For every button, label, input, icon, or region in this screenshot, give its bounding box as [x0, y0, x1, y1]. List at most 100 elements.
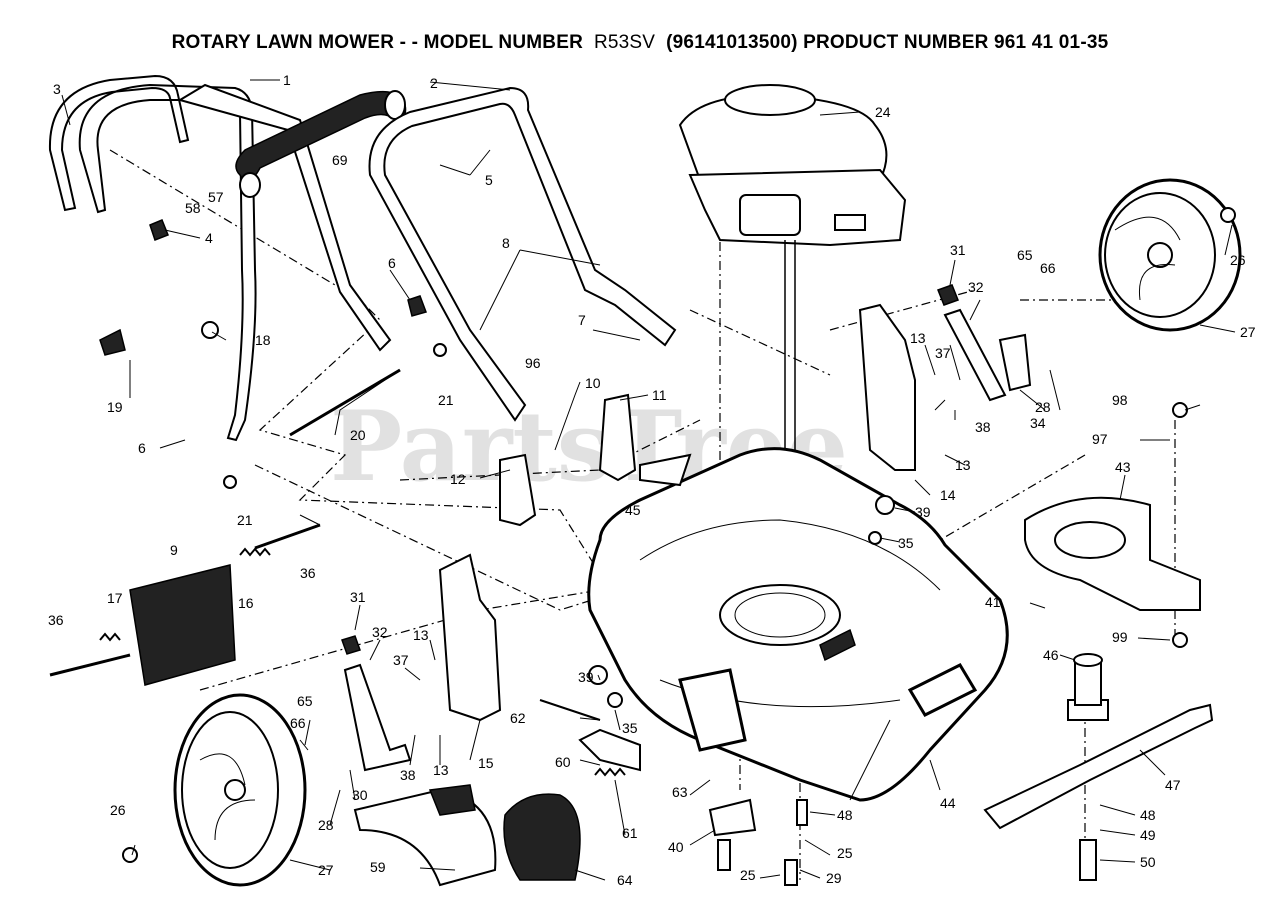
callout-43: 43	[1115, 459, 1131, 475]
callout-5: 5	[485, 172, 493, 188]
callout-27-b: 27	[318, 862, 334, 878]
blade-part-47	[983, 703, 1214, 830]
callout-38-b: 38	[400, 767, 416, 783]
callout-37-a: 37	[935, 345, 951, 361]
engine-part-24	[678, 84, 907, 700]
callout-37-b: 37	[393, 652, 409, 668]
callout-1: 1	[283, 72, 291, 88]
callout-28-b: 28	[318, 817, 334, 833]
callout-39-a: 39	[915, 504, 931, 520]
callout-58: 58	[185, 200, 201, 216]
callout-15: 15	[478, 755, 494, 771]
callout-16: 16	[238, 595, 254, 611]
callout-98: 98	[1112, 392, 1128, 408]
mulch-plug-part-64	[503, 793, 581, 881]
callout-18: 18	[255, 332, 271, 348]
callout-49: 49	[1140, 827, 1156, 843]
hardware-small-parts	[49, 207, 1236, 886]
rear-wheel-part-27	[1098, 178, 1242, 332]
callout-32-a: 32	[968, 279, 984, 295]
callout-41: 41	[985, 594, 1001, 610]
callout-28-a: 28	[1035, 399, 1051, 415]
callout-59: 59	[370, 859, 386, 875]
callout-48-b: 48	[1140, 807, 1156, 823]
callout-8: 8	[502, 235, 510, 251]
callout-32-b: 32	[372, 624, 388, 640]
blade-adapter-part-46	[1067, 653, 1109, 721]
callout-24: 24	[875, 104, 891, 120]
callout-12: 12	[450, 471, 466, 487]
callout-47: 47	[1165, 777, 1181, 793]
callout-29: 29	[826, 870, 842, 886]
callout-36-b: 36	[48, 612, 64, 628]
deflector-part-59	[353, 784, 497, 887]
height-adjust-plates	[499, 393, 692, 527]
page-title: ROTARY LAWN MOWER - - MODEL NUMBER R53SV…	[0, 32, 1280, 54]
callout-60: 60	[555, 754, 571, 770]
callout-13-b: 13	[433, 762, 449, 778]
rear-flap-part-9	[129, 564, 236, 686]
callout-30: 30	[352, 787, 368, 803]
callout-57: 57	[208, 189, 224, 205]
callout-2: 2	[430, 75, 438, 91]
callout-50: 50	[1140, 854, 1156, 870]
callout-39-b: 39	[578, 669, 594, 685]
callout-62: 62	[510, 710, 526, 726]
callout-66-b: 66	[290, 715, 306, 731]
callout-14: 14	[940, 487, 956, 503]
callout-25-b: 25	[740, 867, 756, 883]
callout-20: 20	[350, 427, 366, 443]
callout-35-a: 35	[898, 535, 914, 551]
upper-handle-part-2	[368, 86, 677, 422]
callout-64: 64	[617, 872, 633, 888]
title-right: (96141013500) PRODUCT NUMBER 961 41 01-3…	[666, 32, 1109, 53]
height-lever-bracket-right	[858, 284, 1032, 471]
callout-26-b: 26	[110, 802, 126, 818]
callout-25-a: 25	[837, 845, 853, 861]
callout-63: 63	[672, 784, 688, 800]
callout-21-a: 21	[438, 392, 454, 408]
callout-69: 69	[332, 152, 348, 168]
callout-17: 17	[107, 590, 123, 606]
callout-21-b: 21	[237, 512, 253, 528]
callout-7: 7	[578, 312, 586, 328]
callout-65-b: 65	[297, 693, 313, 709]
title-model: R53SV	[593, 32, 656, 53]
callout-48-a: 48	[837, 807, 853, 823]
callout-38-a: 38	[975, 419, 991, 435]
callout-46: 46	[1043, 647, 1059, 663]
bail-handle-part-3	[48, 74, 190, 212]
callout-61: 61	[622, 825, 638, 841]
callout-96: 96	[525, 355, 541, 371]
front-wheel-part-27	[173, 693, 307, 887]
callout-13-d: 13	[955, 457, 971, 473]
upper-handle-part-1	[78, 83, 392, 442]
callout-45: 45	[625, 502, 641, 518]
height-lever-bracket-left	[341, 553, 502, 772]
baffle-part-43	[1024, 496, 1201, 611]
callout-97: 97	[1092, 431, 1108, 447]
callout-40: 40	[668, 839, 684, 855]
callout-31-b: 31	[350, 589, 366, 605]
callout-labels: 1 2 3 4 5 6 6 7 8 9 10 11 12 13 13 13 13…	[48, 72, 1256, 888]
mower-deck-part-44	[587, 447, 1009, 802]
callout-99: 99	[1112, 629, 1128, 645]
callout-44: 44	[940, 795, 956, 811]
callout-9: 9	[170, 542, 178, 558]
callout-11: 11	[652, 387, 667, 403]
callout-4: 4	[205, 230, 213, 246]
callout-19: 19	[107, 399, 123, 415]
callout-6-upper: 6	[388, 255, 396, 271]
callout-36-a: 36	[300, 565, 316, 581]
callout-34: 34	[1030, 415, 1046, 431]
callout-26-a: 26	[1230, 252, 1246, 268]
callout-65-a: 65	[1017, 247, 1033, 263]
callout-35-b: 35	[622, 720, 638, 736]
callout-leader-lines	[61, 79, 1236, 881]
callout-13-c: 13	[910, 330, 926, 346]
callout-3: 3	[53, 81, 61, 97]
title-left: ROTARY LAWN MOWER - - MODEL NUMBER	[171, 32, 583, 53]
callout-10: 10	[585, 375, 601, 391]
callout-6-lower: 6	[138, 440, 146, 456]
